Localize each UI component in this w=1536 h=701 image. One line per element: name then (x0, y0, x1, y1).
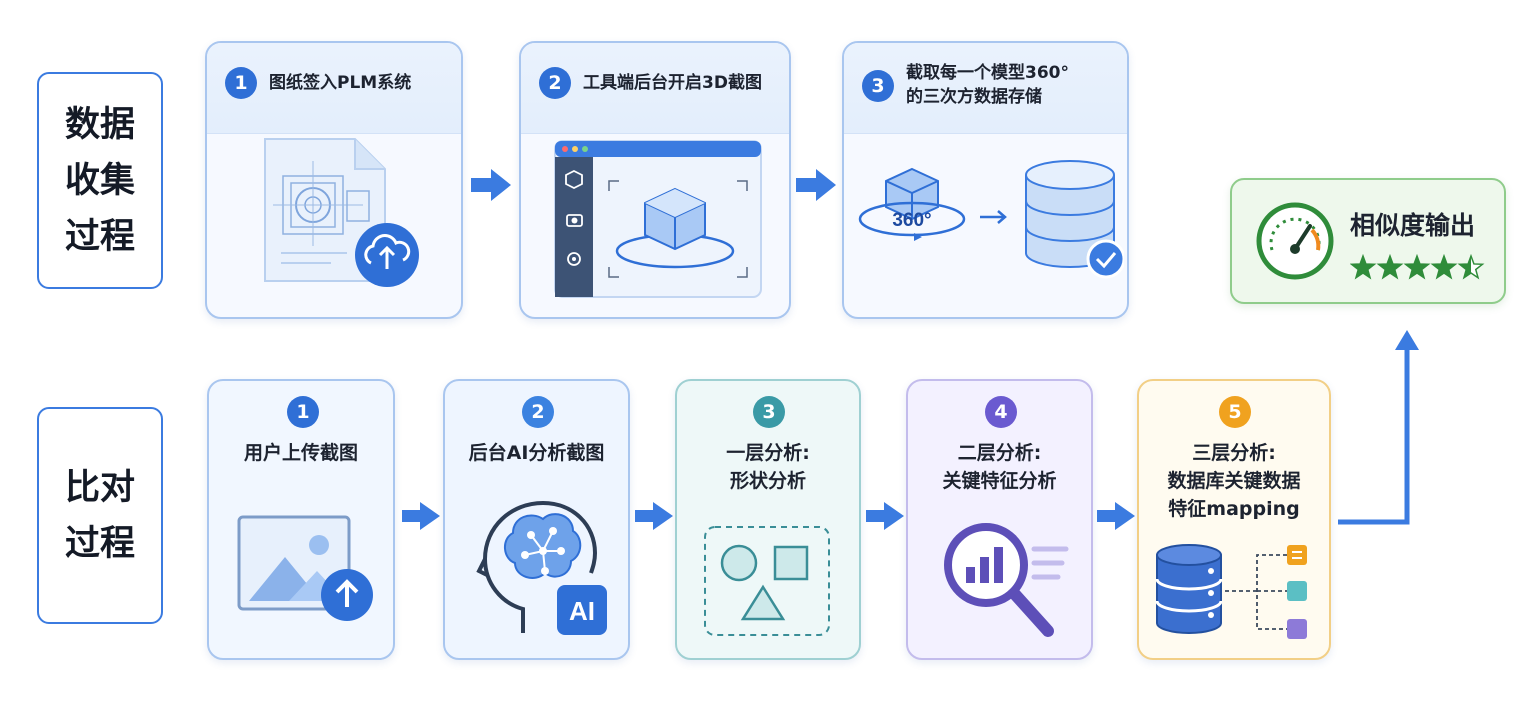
360-degree-label: 360° (892, 210, 931, 231)
rating-star (1430, 254, 1458, 280)
arrow-to-result (1338, 330, 1419, 525)
arrow-bottom-4-5 (1097, 502, 1135, 530)
top-step-2-title: 工具端后台开启3D截图 (583, 73, 762, 93)
rating-stars (1350, 254, 1485, 280)
top-step-2-number: 2 (539, 67, 571, 99)
arrow-bottom-1-2 (402, 502, 440, 530)
top-step-3-number: 3 (862, 70, 894, 102)
bottom-step-2-title: 后台AI分析截图 (468, 442, 605, 464)
blueprint-upload-icon (264, 138, 419, 287)
top-step-3-card: 3 截取每一个模型360° 的三次方数据存储 360° (842, 41, 1129, 319)
arrow-top-1-2 (471, 169, 511, 201)
bottom-step-4-number: 4 (985, 396, 1017, 428)
arrow-top-2-3 (796, 169, 836, 201)
rating-star (1403, 254, 1431, 280)
bottom-step-1-number: 1 (287, 396, 319, 428)
image-upload-icon (237, 515, 373, 621)
arrow-bottom-2-3 (635, 502, 673, 530)
database-mapping-icon (1155, 544, 1307, 639)
rating-star (1376, 254, 1404, 280)
magnifier-chart-icon (944, 523, 1069, 637)
similarity-output-title: 相似度输出 (1350, 211, 1476, 240)
bottom-step-3-card: 3 一层分析: 形状分析 (675, 379, 861, 660)
360-database-icon: 360° (858, 160, 1124, 279)
3d-capture-window-icon (554, 140, 762, 298)
top-step-2-card: 2 工具端后台开启3D截图 (519, 41, 791, 319)
bottom-step-4-title: 二层分析: 关键特征分析 (942, 442, 1057, 492)
ai-badge-label: AI (569, 596, 595, 626)
rating-star (1457, 254, 1485, 280)
speedometer-icon (1256, 202, 1334, 280)
bottom-step-4-card: 4 二层分析: 关键特征分析 (906, 379, 1093, 660)
bottom-step-1-title: 用户上传截图 (243, 442, 358, 464)
section-label-comparison-text: 比对 过程 (64, 467, 135, 564)
section-label-comparison: 比对 过程 (37, 407, 163, 624)
top-step-3-title: 截取每一个模型360° 的三次方数据存储 (906, 63, 1069, 107)
bottom-step-3-title: 一层分析: 形状分析 (726, 442, 810, 492)
top-step-1-number: 1 (225, 67, 257, 99)
section-label-data-collection-text: 数据 收集 过程 (64, 104, 135, 257)
bottom-step-2-card: 2 后台AI分析截图 AI (443, 379, 630, 660)
bottom-step-5-title: 三层分析: 数据库关键数据 特征mapping (1167, 442, 1301, 520)
ai-brain-icon: AI (476, 500, 607, 635)
bottom-step-3-number: 3 (753, 396, 785, 428)
shapes-icon (704, 526, 830, 636)
top-step-1-card: 1 图纸签入PLM系统 (205, 41, 463, 319)
top-step-1-title: 图纸签入PLM系统 (269, 73, 412, 93)
bottom-step-2-number: 2 (522, 396, 554, 428)
similarity-output-card: 相似度输出 (1230, 178, 1506, 304)
section-label-data-collection: 数据 收集 过程 (37, 72, 163, 289)
arrow-bottom-3-4 (866, 502, 904, 530)
bottom-step-5-card: 5 三层分析: 数据库关键数据 特征mapping (1137, 379, 1331, 660)
bottom-step-1-card: 1 用户上传截图 (207, 379, 395, 660)
rating-star (1350, 254, 1377, 280)
bottom-step-5-number: 5 (1219, 396, 1251, 428)
